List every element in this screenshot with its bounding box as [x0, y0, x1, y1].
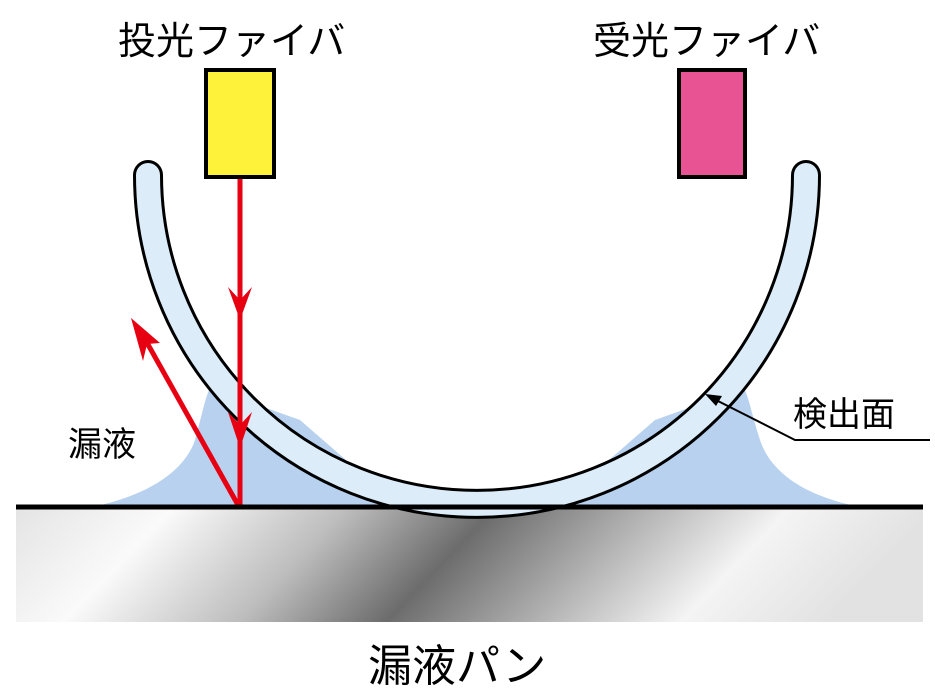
arrowhead-down-icon [228, 412, 252, 448]
arrowhead-down-icon [228, 287, 252, 320]
arrowhead-up-left-icon [131, 318, 160, 361]
leak-pan [16, 509, 923, 622]
emitter-fiber [204, 68, 276, 179]
leader-arrowhead-icon [705, 394, 722, 406]
u-tube-detection-surface [136, 163, 818, 516]
receiver-fiber-label: 受光ファイバ [593, 19, 821, 63]
receiver-fiber [677, 68, 747, 179]
leak-liquid-label: 漏液 [68, 425, 136, 465]
refracted-light-ray [138, 330, 241, 507]
leak-pan-label: 漏液パン [368, 641, 547, 692]
detection-surface-leader [711, 397, 930, 441]
emitter-fiber-label: 投光ファイバ [118, 19, 346, 63]
detection-surface-label: 検出面 [793, 395, 895, 435]
